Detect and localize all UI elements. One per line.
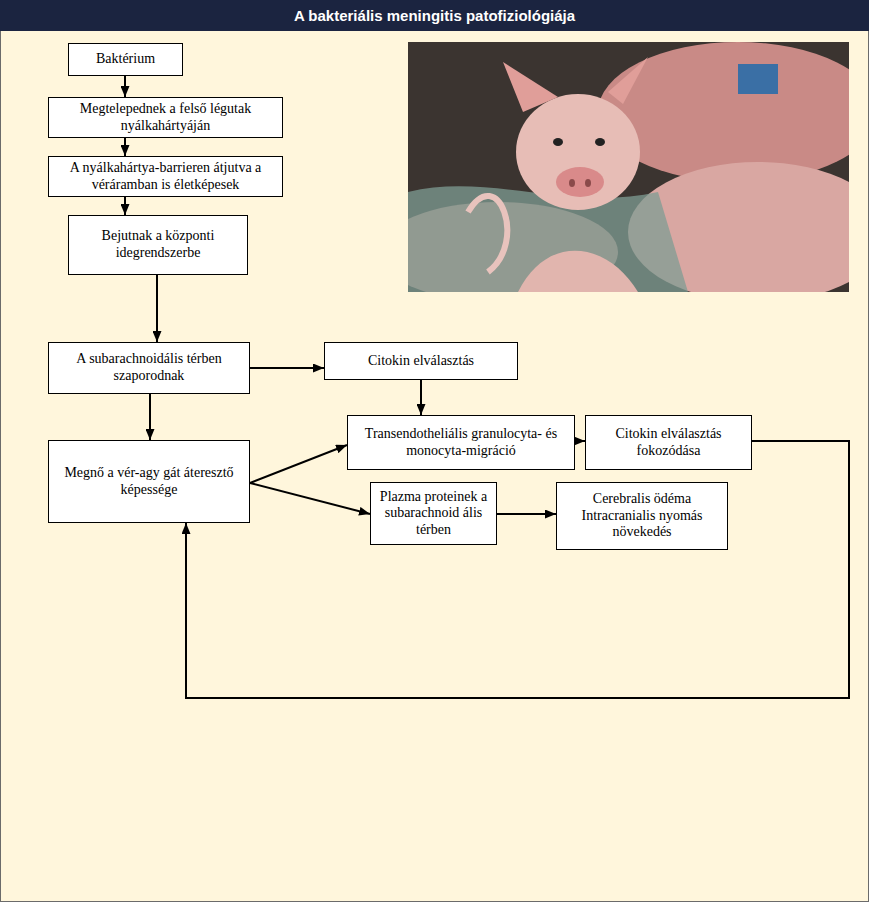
piglet-nostril — [585, 179, 591, 187]
box-text: Cerebralis ödéma — [593, 491, 691, 508]
flow-arrow — [124, 197, 126, 215]
piglet-tail — [468, 196, 507, 272]
process-box: Bejutnak a központi idegrendszerbe — [68, 215, 248, 275]
flow-arrow — [156, 275, 158, 342]
box-text: A nyálkahártya-barrieren átjutva a vérár… — [55, 160, 276, 193]
flow-arrow — [186, 441, 849, 698]
process-box: Megtelepednek a felső légutak nyálkahárt… — [48, 97, 283, 138]
process-box: Citokin elválasztás fokozódása — [585, 415, 752, 470]
process-box: A subarachnoidális térben szaporodnak — [48, 342, 250, 394]
box-text: Megnő a vér-agy gát áteresztő képessége — [55, 465, 243, 498]
flow-arrow — [420, 380, 422, 415]
flow-arrow — [124, 138, 126, 156]
box-text: Baktérium — [96, 51, 155, 68]
process-box: Citokin elválasztás — [324, 342, 518, 380]
process-box: Plazma proteinek a subarachnoid ális tér… — [370, 482, 497, 545]
piglet-eye — [595, 138, 605, 146]
box-text: Megtelepednek a felső légutak nyálkahárt… — [55, 101, 276, 134]
flow-arrow — [250, 445, 347, 483]
box-text: Intracranialis nyomás növekedés — [563, 508, 721, 541]
piglet-head — [516, 94, 640, 210]
flow-arrow — [575, 440, 585, 442]
box-text: Transendotheliális granulocyta- és monoc… — [354, 426, 568, 459]
flow-arrow — [250, 483, 370, 514]
title-bar: A bakteriális meningitis patofiziológiáj… — [0, 0, 869, 31]
process-box: Megnő a vér-agy gát áteresztő képessége — [48, 440, 250, 523]
flow-arrow — [497, 513, 556, 515]
piglet-photo — [408, 42, 849, 292]
process-box: Baktérium — [68, 43, 183, 76]
process-box: A nyálkahártya-barrieren átjutva a vérár… — [48, 156, 283, 197]
piglet-snout — [556, 167, 604, 197]
flow-arrow — [124, 76, 126, 97]
piglet-eye — [553, 138, 563, 146]
flow-arrow — [250, 367, 324, 369]
flow-arrow — [149, 394, 151, 440]
piglet-ear — [503, 62, 558, 112]
box-text: Bejutnak a központi idegrendszerbe — [75, 228, 241, 261]
ear-tag — [738, 64, 778, 94]
box-text: Citokin elválasztás — [368, 353, 474, 370]
diagram-title: A bakteriális meningitis patofiziológiáj… — [294, 7, 575, 24]
box-text: A subarachnoidális térben szaporodnak — [55, 351, 243, 384]
process-box: Transendotheliális granulocyta- és monoc… — [347, 415, 575, 470]
piglet-ear — [608, 57, 648, 104]
piglet-nostril — [569, 179, 575, 187]
box-text: Citokin elválasztás fokozódása — [592, 426, 745, 459]
pig-body — [518, 251, 638, 292]
process-box: Cerebralis ödémaIntracranialis nyomás nö… — [556, 482, 728, 550]
box-text: Plazma proteinek a subarachnoid ális tér… — [377, 489, 490, 539]
